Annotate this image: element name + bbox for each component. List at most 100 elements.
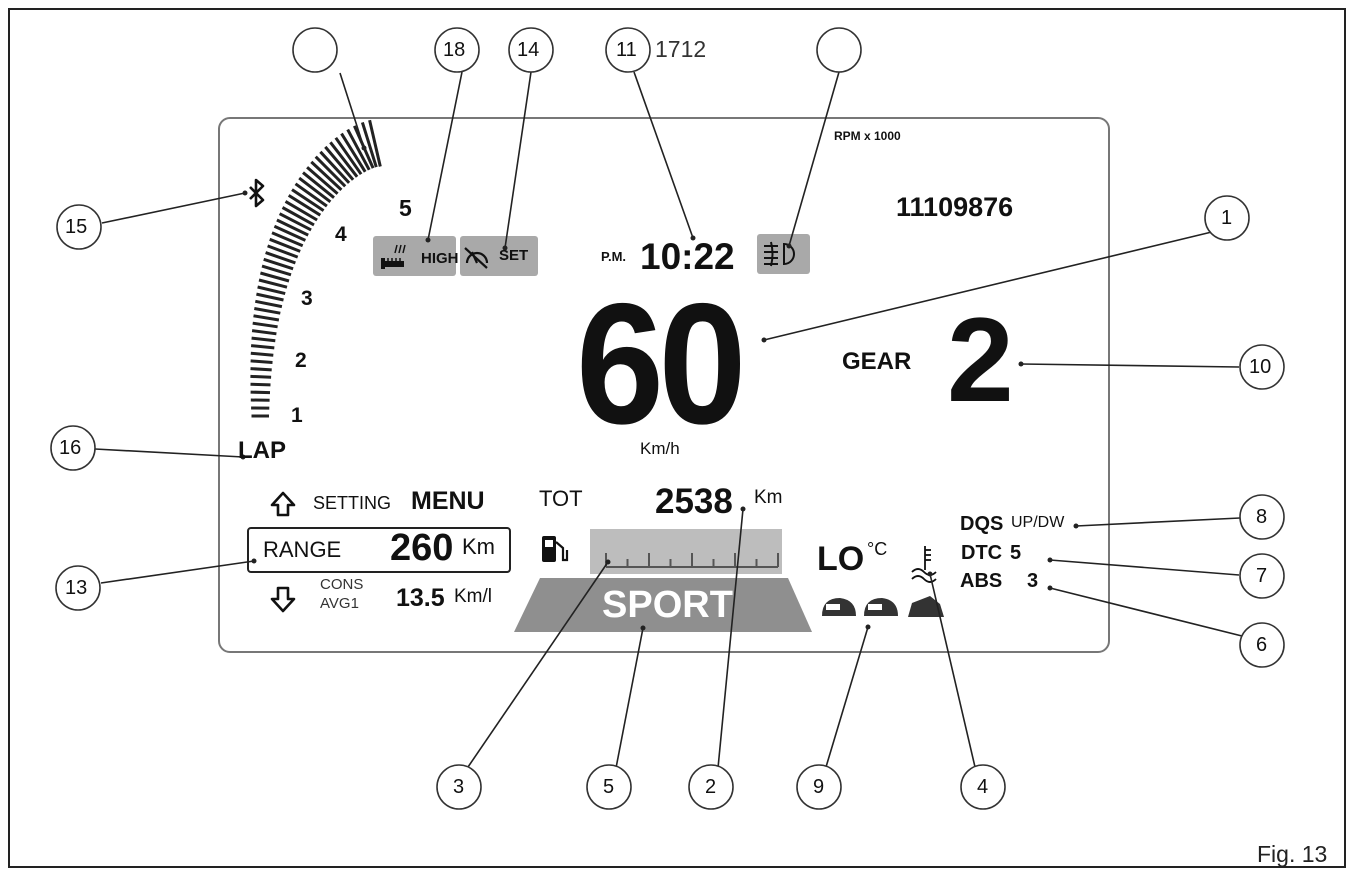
tach-segment — [340, 132, 367, 173]
tach-segment — [281, 206, 315, 227]
tach-segment — [251, 329, 277, 336]
total-value: 2538 — [655, 482, 733, 521]
figure-frame — [8, 8, 1346, 868]
callout-circle-6 — [1239, 622, 1285, 668]
tach-segment — [360, 121, 378, 168]
tach-segment — [368, 119, 382, 167]
tach-segment — [250, 382, 271, 387]
callout-label-18: 18 — [443, 39, 466, 61]
cruise-control-label: SET — [499, 247, 529, 264]
tach-segment — [251, 336, 276, 343]
clock-ampm: P.M. — [601, 249, 627, 264]
callout-circle-10 — [1239, 344, 1285, 390]
dtc-value: 5 — [1010, 542, 1022, 564]
callout-label-16: 16 — [59, 437, 82, 459]
callout-circles — [50, 27, 1285, 810]
odometer-code: 11109876 — [896, 192, 1014, 222]
tach-segment — [263, 257, 294, 271]
tach-segment — [253, 314, 280, 322]
tach-segment — [261, 264, 292, 277]
tach-scale-3: 3 — [301, 287, 313, 310]
callout-circle-9 — [796, 764, 842, 810]
tach-segment — [324, 145, 355, 181]
callout-label-5: 5 — [603, 776, 615, 798]
lap-label: LAP — [238, 437, 286, 464]
tach-segment — [250, 367, 272, 372]
abs-label: ABS — [960, 570, 1003, 592]
callout-label-13: 13 — [65, 577, 88, 599]
callout-label-9: 9 — [813, 776, 825, 798]
tach-segment — [298, 176, 332, 203]
callout-circle-14 — [508, 27, 554, 73]
callout-circle-1 — [1204, 195, 1250, 241]
callout-circle-blank-left — [292, 27, 338, 73]
callout-circle-3 — [436, 764, 482, 810]
tach-scale-2: 2 — [295, 349, 307, 372]
clock-time: 10:22 — [640, 236, 735, 277]
tach-segment — [329, 141, 359, 178]
speed-unit: Km/h — [640, 439, 680, 458]
callout-label-2: 2 — [705, 776, 717, 798]
heated-grips-level-label: HIGH — [421, 250, 459, 267]
helmet-icon-3 — [908, 596, 944, 617]
callout-label-3: 3 — [453, 776, 465, 798]
fuel-pump-icon — [542, 536, 569, 562]
range-value: 260 — [390, 527, 454, 569]
tach-segment — [250, 374, 272, 379]
leader-endpoint-dots — [240, 145, 1079, 631]
callout-circle-5 — [586, 764, 632, 810]
callout-label-1: 1 — [1221, 207, 1233, 229]
tach-scale-5: 5 — [399, 195, 412, 221]
callout-circle-4 — [960, 764, 1006, 810]
range-box — [247, 527, 511, 573]
tach-segment — [256, 292, 284, 302]
consumption-label-line1: CONS — [320, 576, 364, 593]
riding-mode-label: SPORT — [602, 584, 733, 626]
callout-label-8: 8 — [1256, 506, 1268, 528]
callout-circle-15 — [56, 204, 102, 250]
abs-value: 3 — [1027, 570, 1039, 592]
tach-segment — [273, 224, 307, 242]
callout-11-note: 1712 — [655, 36, 707, 62]
callout-label-7: 7 — [1256, 565, 1268, 587]
heated-grips-icon — [381, 244, 406, 269]
setting-label: SETTING — [313, 493, 392, 513]
tachometer-bar-graph — [250, 119, 382, 418]
tach-segment — [250, 390, 271, 395]
tach-segment — [250, 344, 275, 350]
callout-circle-11 — [605, 27, 651, 73]
callout-label-14: 14 — [517, 39, 540, 61]
dtc-label: DTC — [961, 542, 1003, 564]
tach-segment — [310, 160, 343, 191]
tach-segment — [258, 278, 288, 289]
tach-segment — [334, 136, 363, 176]
callout-circle-2 — [688, 764, 734, 810]
dqs-value: UP/DW — [1011, 514, 1065, 531]
tach-segment — [250, 351, 274, 357]
consumption-value: 13.5 — [396, 584, 445, 612]
bluetooth-icon — [249, 178, 265, 208]
tach-segment — [284, 200, 318, 222]
callout-leader-lines — [94, 71, 1243, 769]
callout-circle-7 — [1239, 553, 1285, 599]
tach-segment — [259, 271, 290, 283]
consumption-label-line2: AVG1 — [320, 595, 359, 612]
callout-label-4: 4 — [977, 776, 989, 798]
total-unit: Km — [754, 487, 783, 508]
callout-circle-16 — [50, 425, 96, 471]
dashboard-outline — [218, 117, 1110, 653]
tach-segment — [287, 194, 322, 217]
consumption-unit: Km/l — [454, 586, 492, 607]
gear-label: GEAR — [842, 348, 912, 375]
speed-value: 60 — [576, 268, 747, 460]
callout-circle-13 — [55, 565, 101, 611]
dqs-label: DQS — [960, 513, 1004, 535]
range-unit: Km — [462, 534, 495, 559]
tach-scale-4: 4 — [335, 223, 347, 246]
callout-label-15: 15 — [65, 216, 88, 238]
tach-segment — [254, 307, 281, 315]
callout-label-10: 10 — [1249, 356, 1272, 378]
tach-segment — [267, 244, 299, 259]
fog-light-icon — [764, 241, 795, 267]
